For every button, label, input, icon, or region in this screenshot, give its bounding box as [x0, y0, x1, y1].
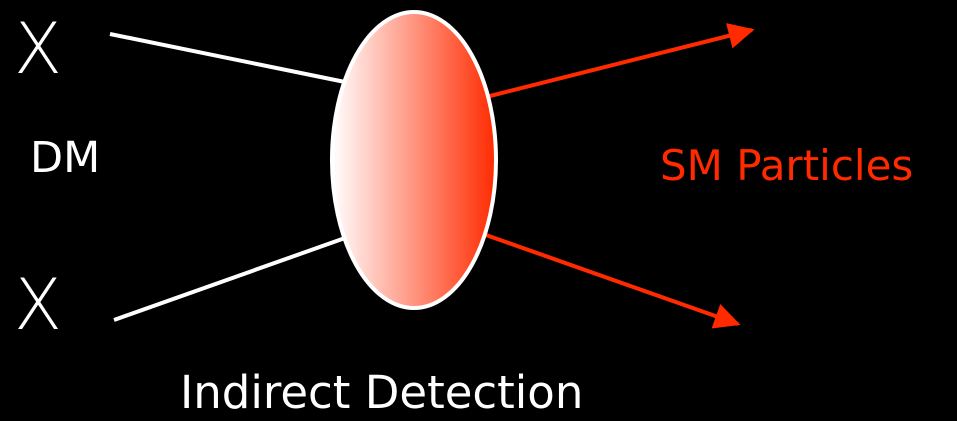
diagram-caption: Indirect Detection	[180, 366, 584, 419]
incoming-line-bottom	[113, 236, 346, 322]
interaction-vertex	[330, 10, 498, 310]
incoming-line-top	[109, 32, 346, 84]
sm-particles-label: SM Particles	[660, 141, 914, 190]
particle-label-bottom: X	[14, 264, 62, 346]
particle-label-top: X	[14, 8, 62, 90]
outgoing-arrow-top	[485, 23, 755, 99]
dm-label: DM	[30, 133, 101, 183]
outgoing-arrow-bottom	[485, 233, 741, 329]
